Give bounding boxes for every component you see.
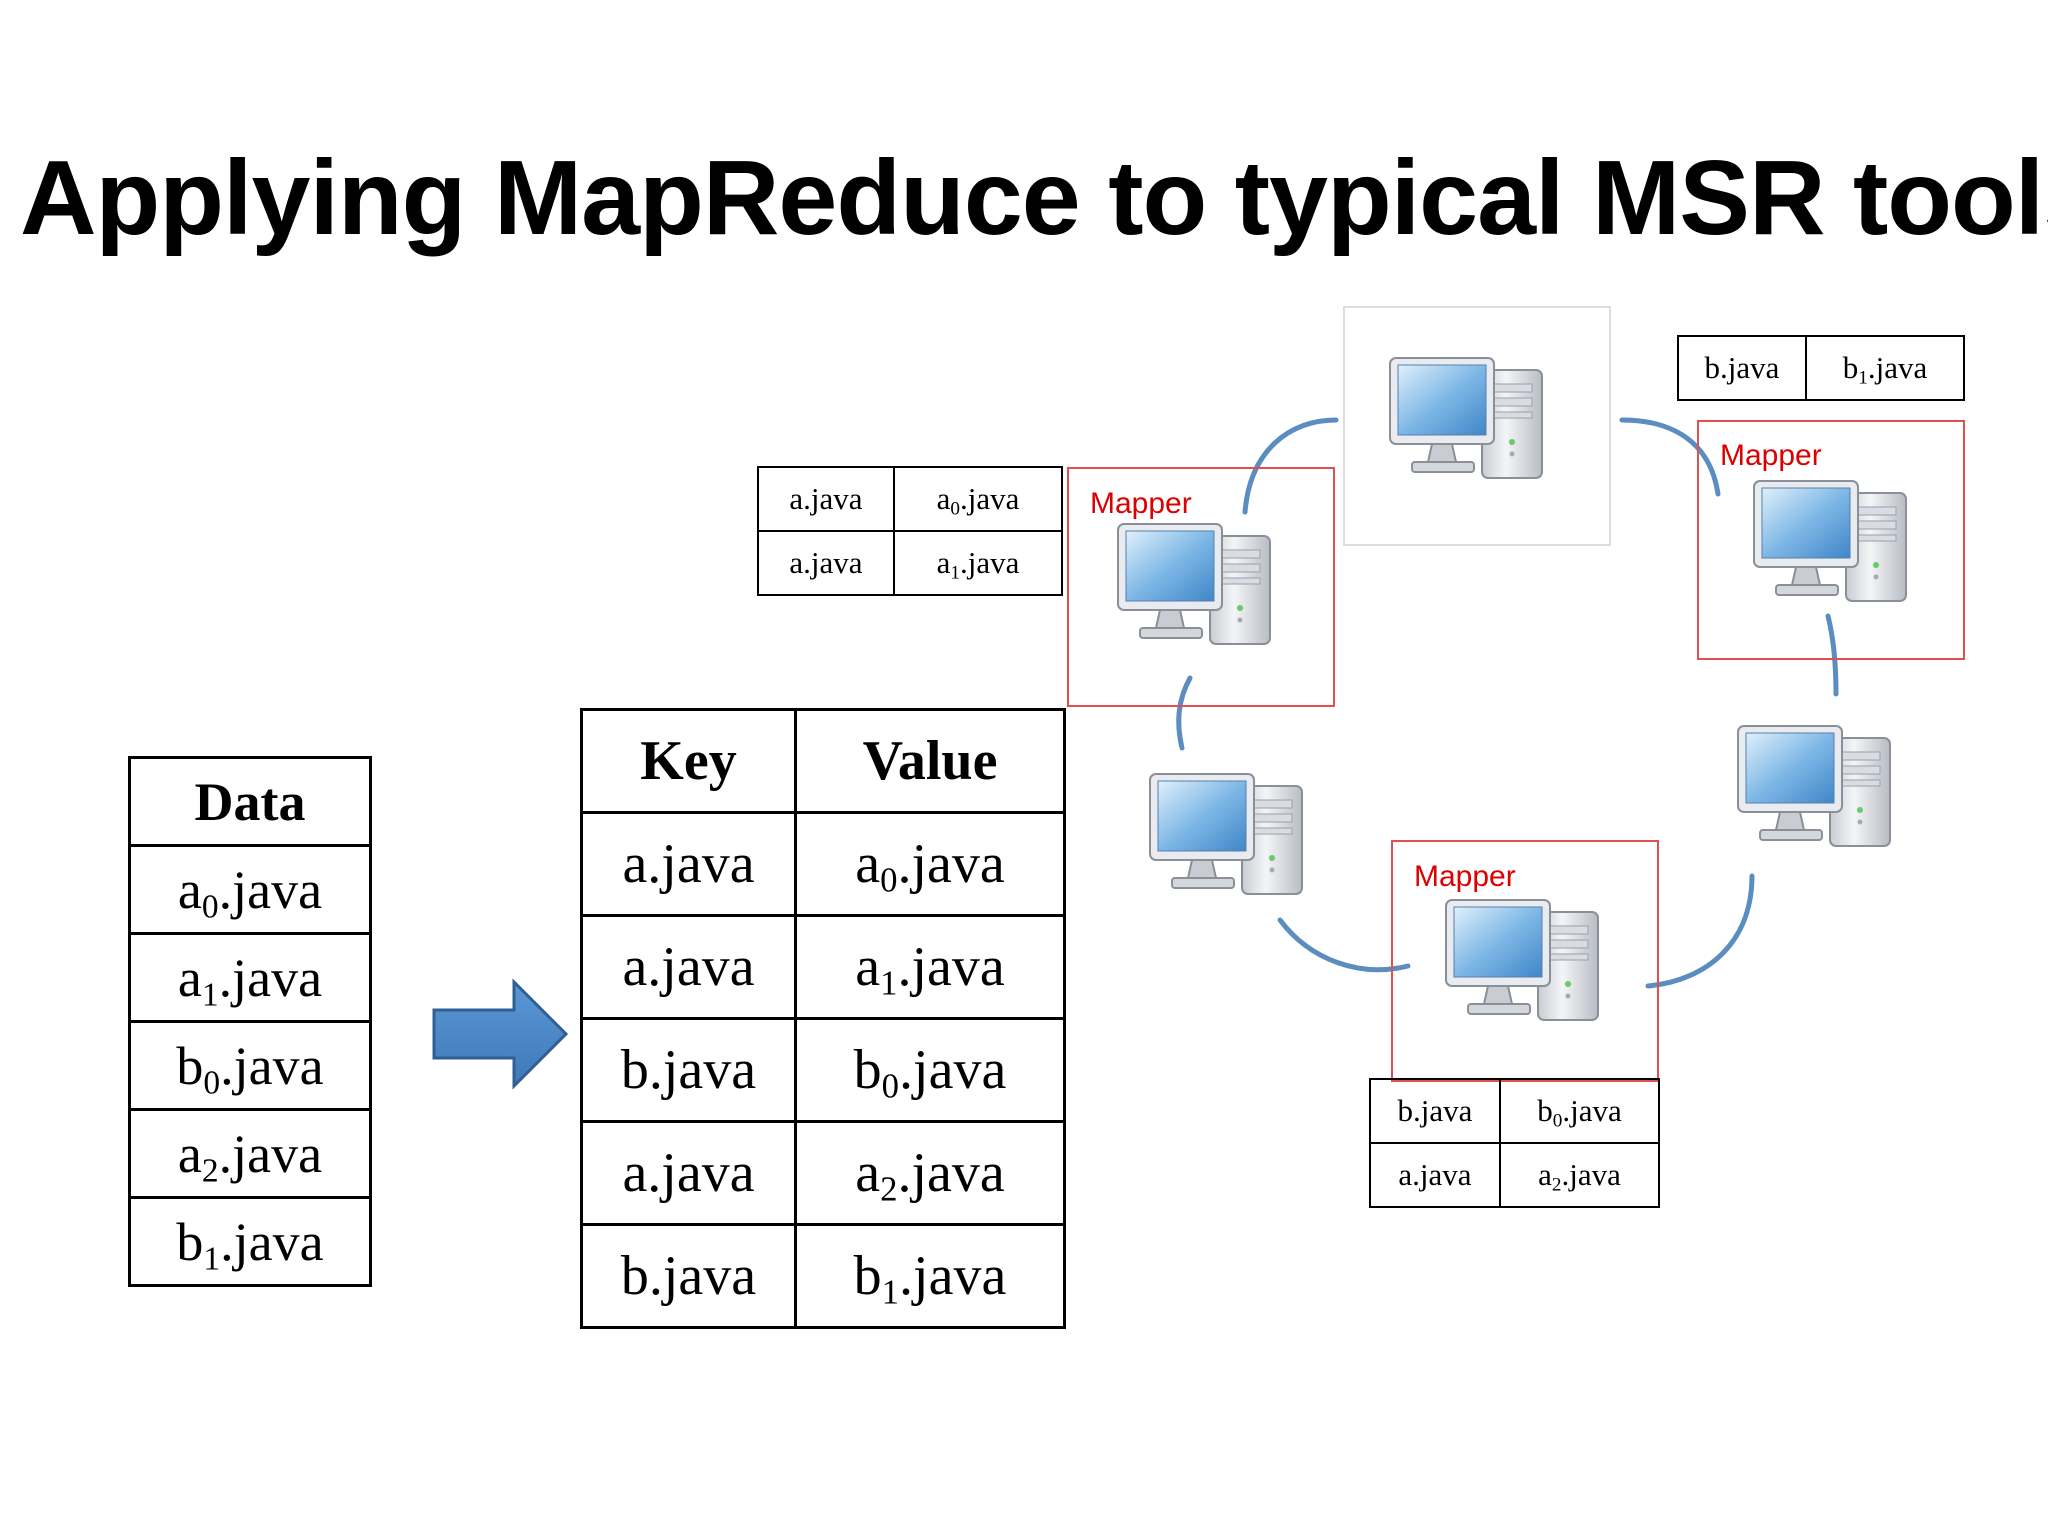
mapper-a-output-table: a.java a0.java a.java a1.java	[757, 466, 1063, 596]
mapper-label: Mapper	[1090, 487, 1192, 520]
key-cell: a.java	[757, 530, 895, 596]
table-row: a.java a2.java	[1369, 1142, 1660, 1208]
data-row: a0.java	[128, 844, 372, 935]
computer-icon	[1730, 718, 1910, 873]
node-box	[1343, 306, 1611, 546]
value-cell: a1.java	[893, 530, 1063, 596]
computer-icon	[1142, 766, 1322, 921]
value-cell: b1.java	[794, 1223, 1066, 1329]
table-row: a.java a2.java	[580, 1120, 1066, 1226]
value-cell: a1.java	[794, 914, 1066, 1020]
computer-icon	[1110, 516, 1290, 671]
key-cell: a.java	[580, 1120, 797, 1226]
table-row: a.java a1.java	[580, 914, 1066, 1020]
slide-title: Applying MapReduce to typical MSR tools	[20, 139, 2048, 257]
table-row: a.java a0.java	[757, 466, 1063, 532]
key-cell: b.java	[580, 1223, 797, 1329]
right-arrow-icon	[432, 978, 569, 1090]
key-header: Key	[580, 708, 797, 814]
value-header: Value	[794, 708, 1066, 814]
key-cell: a.java	[580, 914, 797, 1020]
value-cell: a2.java	[1499, 1142, 1660, 1208]
mapper-b-output-table: b.java b1.java	[1677, 335, 1965, 401]
key-cell: a.java	[1369, 1142, 1501, 1208]
table-row: b.java b1.java	[580, 1223, 1066, 1329]
mapper-box-b	[1697, 420, 1965, 660]
mapper-c-output-table: b.java b0.java a.java a2.java	[1369, 1078, 1660, 1208]
table-row: b.java b0.java	[580, 1017, 1066, 1123]
key-cell: b.java	[1677, 335, 1807, 401]
value-cell: b0.java	[794, 1017, 1066, 1123]
computer-icon	[1438, 892, 1618, 1047]
data-row: b0.java	[128, 1020, 372, 1111]
value-cell: a0.java	[794, 811, 1066, 917]
table-row: b.java b1.java	[1677, 335, 1965, 401]
data-header: Data	[128, 756, 372, 847]
data-row: a2.java	[128, 1108, 372, 1199]
table-row: b.java b0.java	[1369, 1078, 1660, 1144]
key-cell: a.java	[757, 466, 895, 532]
key-cell: b.java	[580, 1017, 797, 1123]
data-row: b1.java	[128, 1196, 372, 1287]
computer-icon	[1746, 473, 1926, 628]
key-value-table: Key Value a.java a0.java a.java a1.java …	[580, 708, 1066, 1329]
computer-icon	[1382, 350, 1562, 505]
key-cell: b.java	[1369, 1078, 1501, 1144]
mapper-label: Mapper	[1720, 439, 1822, 472]
mapper-box-a	[1067, 467, 1335, 707]
data-table: Data a0.java a1.java b0.java a2.java b1.…	[128, 756, 372, 1287]
value-cell: a2.java	[794, 1120, 1066, 1226]
table-row: a.java a1.java	[757, 530, 1063, 596]
table-row: a.java a0.java	[580, 811, 1066, 917]
value-cell: b0.java	[1499, 1078, 1660, 1144]
value-cell: b1.java	[1805, 335, 1965, 401]
value-cell: a0.java	[893, 466, 1063, 532]
key-cell: a.java	[580, 811, 797, 917]
mapper-label: Mapper	[1414, 860, 1516, 893]
data-row: a1.java	[128, 932, 372, 1023]
